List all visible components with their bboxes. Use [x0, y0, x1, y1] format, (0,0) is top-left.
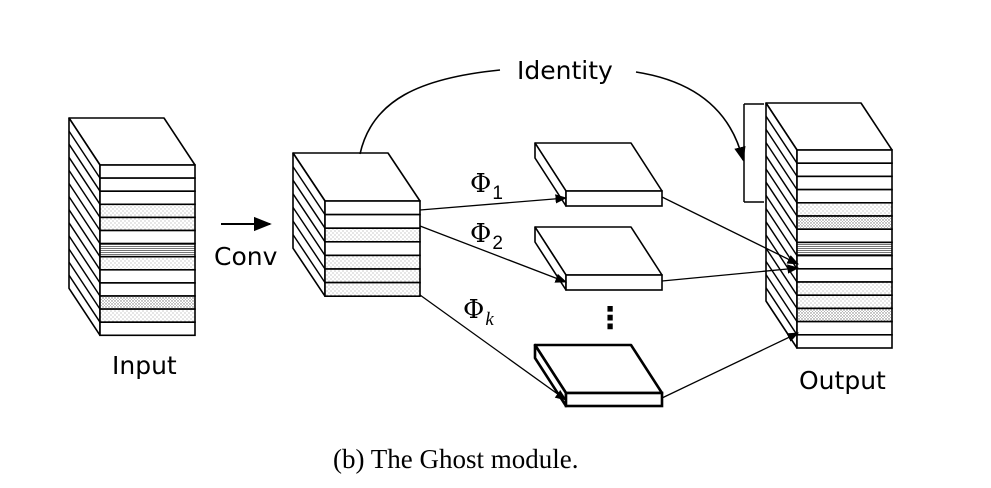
stack-layer-texture	[328, 231, 417, 239]
phi-2-label: Φ2	[470, 219, 503, 254]
ghost-slab-2	[534, 226, 663, 291]
stack-layer-texture	[103, 220, 192, 228]
stack-layer-texture	[800, 245, 889, 253]
stack-layer	[324, 200, 421, 216]
stack-side-line	[765, 234, 798, 283]
stack-layer-texture	[800, 205, 889, 213]
stack-side-line	[765, 155, 798, 204]
identity-arrow-left	[359, 69, 501, 155]
stack-side-line	[765, 195, 798, 243]
slab-front-face	[565, 190, 663, 207]
stack-layer-texture	[103, 259, 192, 267]
stack-side-line	[765, 274, 798, 322]
identity-label: Identity	[517, 56, 613, 85]
stack-side-line	[292, 234, 326, 283]
ghost-slab-k	[533, 343, 664, 408]
stack-side-line	[68, 130, 101, 179]
phi-1-arrow	[419, 194, 568, 211]
identity-bracket	[743, 103, 764, 203]
slab-front-face	[564, 391, 664, 408]
stack-side-line	[765, 115, 798, 164]
output-feature-map-stack	[765, 102, 893, 349]
stack-layer	[99, 229, 196, 245]
stack-side-line	[765, 287, 798, 336]
stack-side-line	[68, 196, 101, 244]
stack-layer	[796, 320, 893, 336]
stack-layer	[796, 175, 893, 191]
phi-k-arrow	[419, 294, 567, 401]
phi-k-label: Φk	[463, 295, 494, 330]
intrinsic-feature-map-stack	[292, 152, 421, 298]
stack-layer	[796, 149, 893, 164]
stack-layer-texture	[800, 298, 889, 306]
identity-arrow-right	[635, 71, 746, 162]
stack-layer	[324, 241, 421, 257]
input-feature-map-stack	[68, 117, 196, 337]
stack-side-line	[68, 274, 101, 323]
stack-layer	[796, 188, 893, 204]
stack-layer-texture	[328, 272, 417, 280]
stack-side-line	[765, 247, 798, 296]
stack-side-line	[765, 129, 798, 177]
stack-layer-texture	[103, 299, 192, 307]
phi-1-label: Φ1	[470, 169, 503, 204]
ghost-slab-1	[534, 142, 663, 207]
stack-layer	[324, 213, 421, 230]
phi-2-arrow	[419, 225, 568, 283]
stack-layer	[99, 164, 196, 179]
stack-side-line	[68, 183, 101, 231]
output-label: Output	[799, 366, 886, 395]
stack-side-line	[68, 156, 101, 205]
stack-side-line	[68, 261, 101, 310]
slab-front-face	[565, 274, 663, 291]
stack-layer	[99, 282, 196, 297]
slab-k-to-output-arrow	[661, 332, 800, 399]
stack-layer	[796, 267, 893, 283]
stack-layer-texture	[103, 246, 192, 254]
stack-side-line	[68, 248, 101, 297]
stack-side-line	[292, 193, 326, 243]
stack-side-line	[68, 235, 101, 284]
stack-layer	[99, 268, 196, 284]
stack-side-line	[68, 143, 101, 192]
stack-layer-texture	[800, 285, 889, 293]
stack-layer	[99, 190, 196, 206]
stack-layer	[796, 162, 893, 178]
input-label: Input	[112, 351, 177, 380]
stack-layer-texture	[103, 312, 192, 320]
stack-side-line	[765, 142, 798, 190]
ellipsis-dots: ⋮	[595, 301, 625, 336]
stack-layer-texture	[103, 207, 192, 215]
stack-side-line	[292, 179, 326, 229]
stack-layer-texture	[800, 311, 889, 319]
slab-2-to-output-arrow	[661, 264, 800, 282]
stack-side-line	[68, 170, 101, 218]
stack-side-line	[68, 222, 101, 271]
stack-side-line	[765, 181, 798, 230]
conv-label: Conv	[214, 242, 278, 271]
stack-layer	[796, 254, 893, 270]
stack-side-line	[765, 261, 798, 309]
stack-layer-texture	[800, 219, 889, 227]
stack-layer-texture	[328, 258, 417, 266]
stack-layer	[99, 177, 196, 193]
stack-layer	[796, 228, 893, 244]
slab-1-to-output-arrow	[661, 196, 800, 265]
stack-side-line	[68, 209, 101, 258]
figure-caption: (b) The Ghost module.	[333, 444, 578, 474]
stack-side-line	[765, 208, 798, 256]
stack-layer	[796, 333, 893, 349]
stack-side-line	[292, 207, 326, 256]
stack-side-line	[292, 166, 326, 215]
stack-layer	[99, 321, 196, 337]
stack-side-line	[292, 220, 326, 270]
stack-side-line	[765, 168, 798, 217]
stack-layer-texture	[328, 285, 417, 294]
